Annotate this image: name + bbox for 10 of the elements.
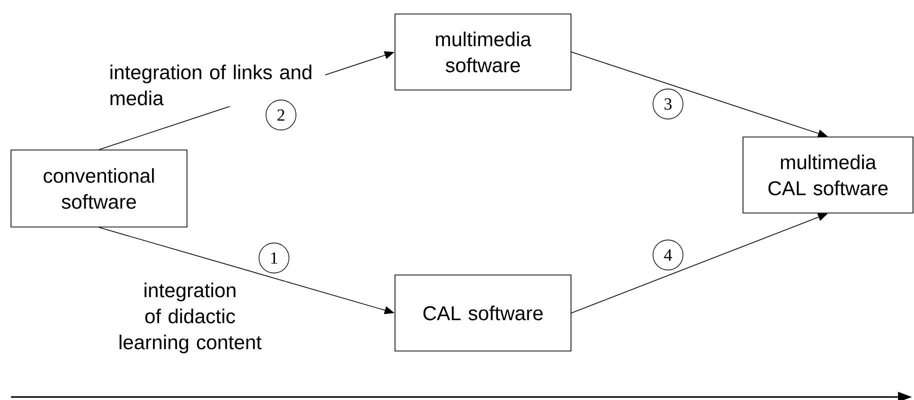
process-box: conventional software <box>10 150 188 228</box>
process-box: multimedia CAL software <box>742 136 914 214</box>
process-box: multimedia software <box>394 14 572 90</box>
callout-number: 3 <box>652 88 684 120</box>
edge-label: integration of didactic learning content <box>94 282 286 354</box>
callout-number: 2 <box>266 100 296 130</box>
callout-number: 4 <box>652 240 684 270</box>
callout-number: 1 <box>258 242 290 274</box>
process-box: CAL software <box>394 274 572 352</box>
edge-label: integration of links and media <box>108 64 326 106</box>
